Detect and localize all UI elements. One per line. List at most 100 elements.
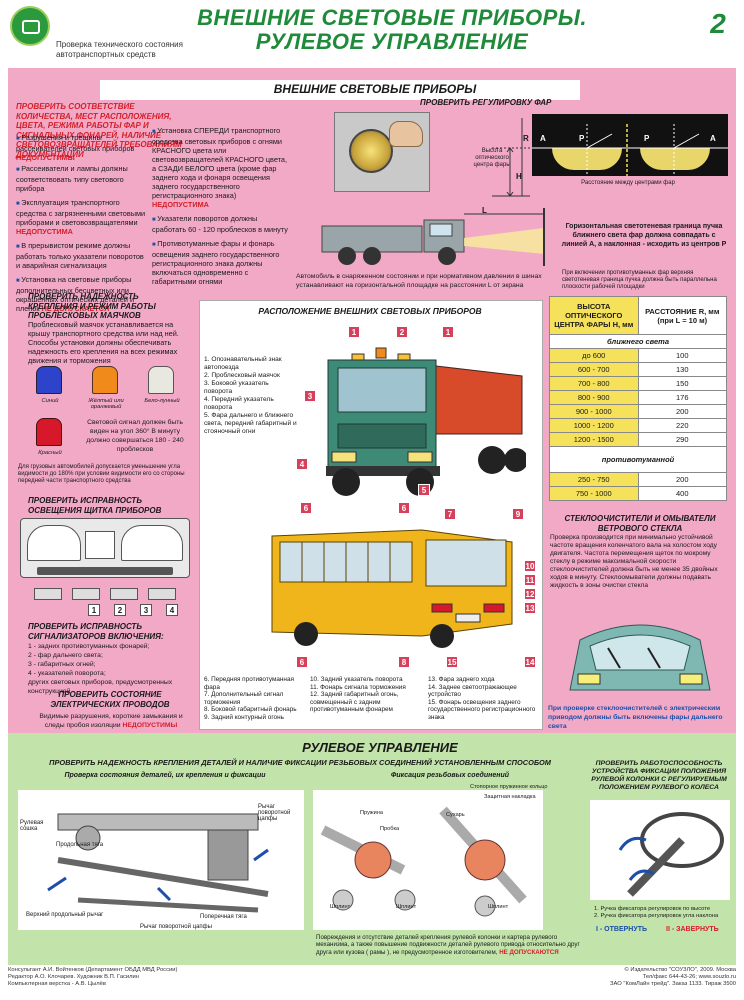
a-label-right: А: [710, 134, 716, 143]
bullet-warning: НЕДОПУСТИМЫ: [16, 153, 75, 162]
wipers-note: При проверке стеклоочистителей с электри…: [548, 705, 723, 730]
legend-col3: 13. Фара заднего хода 14. Заднее светоот…: [428, 676, 540, 722]
p-label-right: Р: [644, 134, 650, 143]
part-label: Рулевая сошка: [20, 820, 44, 832]
p-label-left: Р: [579, 134, 585, 143]
distance-table: ВЫСОТА ОПТИЧЕСКОГО ЦЕНТРА ФАРЫ H, мм РАС…: [549, 296, 727, 501]
logo-icon: [22, 20, 40, 34]
sidelight-indicator-button[interactable]: [110, 588, 138, 600]
bullet-text: В прерывистом режиме должны работать тол…: [16, 241, 144, 270]
speedometer-icon: [27, 525, 81, 561]
gauge-icon: [85, 531, 115, 559]
col1-title: Проверка состояния деталей, их крепления…: [64, 772, 266, 779]
table-row: противотуманной: [549, 446, 727, 473]
bullet-item: Указатели поворотов должны сработать 60 …: [152, 214, 292, 234]
screen-lines: [532, 124, 728, 176]
page-number: 2: [710, 8, 726, 39]
white-beacon-icon: [148, 366, 174, 394]
table-subheader: ближнего света: [549, 334, 727, 349]
orange-beacon-icon: [92, 366, 118, 394]
credit-line: Консультант А.И. Войтенков (Департамент …: [8, 967, 178, 973]
callout-number: 5: [418, 484, 430, 496]
callout-number: 9: [512, 508, 524, 520]
bullet-text: Установка СПЕРЕДИ транспортного средства…: [152, 126, 288, 200]
table-cell: 130: [637, 362, 727, 377]
steering-column-drawing: [618, 812, 724, 897]
headlight-icon: [349, 129, 393, 173]
table-cell: 600 - 700: [549, 362, 639, 377]
table-cell: 200: [637, 404, 727, 419]
thread-fixation-image: [313, 790, 543, 930]
legend-item: 6. Передняя противотуманная фара: [204, 676, 294, 691]
section-title-bar: [100, 80, 580, 100]
callout-number: 6: [398, 502, 410, 514]
legend-item: 7. Дополнительный сигнал торможения: [204, 691, 284, 706]
tighten-label: II - ЗАВЕРНУТЬ: [666, 926, 719, 933]
callout-number: 6: [296, 656, 308, 668]
turn-label: I - ОТВЕРНУТЬ: [596, 926, 647, 933]
bullet-item: Эксплуатация транспортного средства с за…: [16, 198, 148, 236]
table-cell: 250 - 750: [549, 472, 639, 487]
legend-item: 14. Заднее светоотражающее устройство: [428, 683, 517, 699]
bullet-text: Эксплуатация транспортного средства с за…: [16, 198, 146, 227]
steering-bottom-text: Повреждения и отсутствие деталей креплен…: [316, 934, 586, 956]
publisher-logo: [10, 6, 50, 46]
bullet-warning: НЕДОПУСТИМА: [16, 227, 73, 236]
table-cell: 400: [637, 486, 727, 501]
legend-col2: 10. Задний указатель поворота 11. Фонарь…: [310, 676, 422, 714]
part-label: Рычаг поворотной цапфы: [140, 924, 212, 930]
car-wiper-view: [569, 624, 711, 691]
headlight-check-title: ПРОВЕРИТЬ РЕГУЛИРОВКУ ФАР: [420, 98, 552, 107]
bullet-text: Указатели поворотов должны сработать 60 …: [152, 214, 288, 234]
legend-item: 4. Передний указатель поворота: [204, 396, 274, 411]
callout-number: 14: [524, 656, 536, 668]
header: Проверка технического состояния автотран…: [0, 0, 744, 68]
part-label: Сухарь: [446, 812, 465, 818]
signal-item: 3 - габаритных огней;: [28, 661, 96, 668]
bullet-text: Разрушения и трещины рассеивателей свето…: [16, 133, 135, 153]
steering-title: РУЛЕВОЕ УПРАВЛЕНИЕ: [302, 740, 458, 755]
table-cell: 900 - 1000: [549, 404, 639, 419]
part-label: Поперечная тяга: [200, 914, 247, 920]
bullet-warning: НЕДОПУСТИМА: [152, 200, 209, 209]
callout-number: 6: [300, 502, 312, 514]
high-beam-indicator-button[interactable]: [72, 588, 100, 600]
callout-number: 11: [524, 574, 536, 586]
table-cell: 1200 - 1500: [549, 432, 639, 447]
table-header-row: ВЫСОТА ОПТИЧЕСКОГО ЦЕНТРА ФАРЫ H, мм РАС…: [549, 296, 727, 335]
part-label: Стопорное пружинное кольцо: [470, 784, 548, 790]
part-label: Продольная тяга: [56, 842, 104, 848]
dashboard-title: ПРОВЕРИТЬ ИСПРАВНОСТЬ ОСВЕЩЕНИЯ ЩИТКА ПР…: [28, 496, 162, 515]
truck-side-view: [321, 208, 545, 266]
fog-indicator-button[interactable]: [34, 588, 62, 600]
callout-number: 12: [524, 588, 536, 600]
bullet-warning: НЕ ДОПУСКАЕТСЯ: [41, 304, 110, 313]
table-header: РАССТОЯНИЕ R, мм (при L = 10 м): [637, 296, 727, 335]
table-cell: до 600: [549, 348, 639, 363]
h-label: Н: [516, 172, 522, 181]
part-label: Рычаг поворотной цапфы: [258, 804, 291, 822]
table-header: ВЫСОТА ОПТИЧЕСКОГО ЦЕНТРА ФАРЫ H, мм: [549, 296, 639, 335]
table-cell: 800 - 900: [549, 390, 639, 405]
steering-linkage-image: [18, 790, 304, 930]
bullet-item: В прерывистом режиме должны работать тол…: [16, 241, 148, 270]
wiring-warning: НЕДОПУСТИМЫ: [122, 722, 178, 729]
beacon-trucks-text: Для грузовых автомобилей допускается уме…: [18, 464, 185, 484]
steering-column-image: [590, 800, 730, 900]
callout-number: 1: [442, 326, 454, 338]
legend-item: 2. Проблесковый маячок: [204, 372, 280, 379]
table-row: ближнего света: [549, 334, 727, 349]
beacon-title: ПРОВЕРИТЬ НАДЕЖНОСТЬ КРЕПЛЕНИЯ И РЕЖИМ Р…: [28, 292, 156, 320]
turn-indicator-button[interactable]: [148, 588, 176, 600]
publisher-line: ЗАО "КомЛайн трейд". Заказ 1133. Тираж 3…: [610, 981, 736, 987]
left-bullets: Разрушения и трещины рассеивателей свето…: [16, 133, 148, 313]
footer: Консультант А.И. Войтенков (Департамент …: [0, 965, 744, 1000]
lighting-section-title: ВНЕШНИЕ СВЕТОВЫЕ ПРИБОРЫ: [273, 82, 477, 96]
publisher-line: Тел/факс 644-43-26; www.souzlo.ru: [642, 974, 736, 980]
beacon-text: Проблесковый маячок устанавливается на к…: [28, 320, 179, 365]
